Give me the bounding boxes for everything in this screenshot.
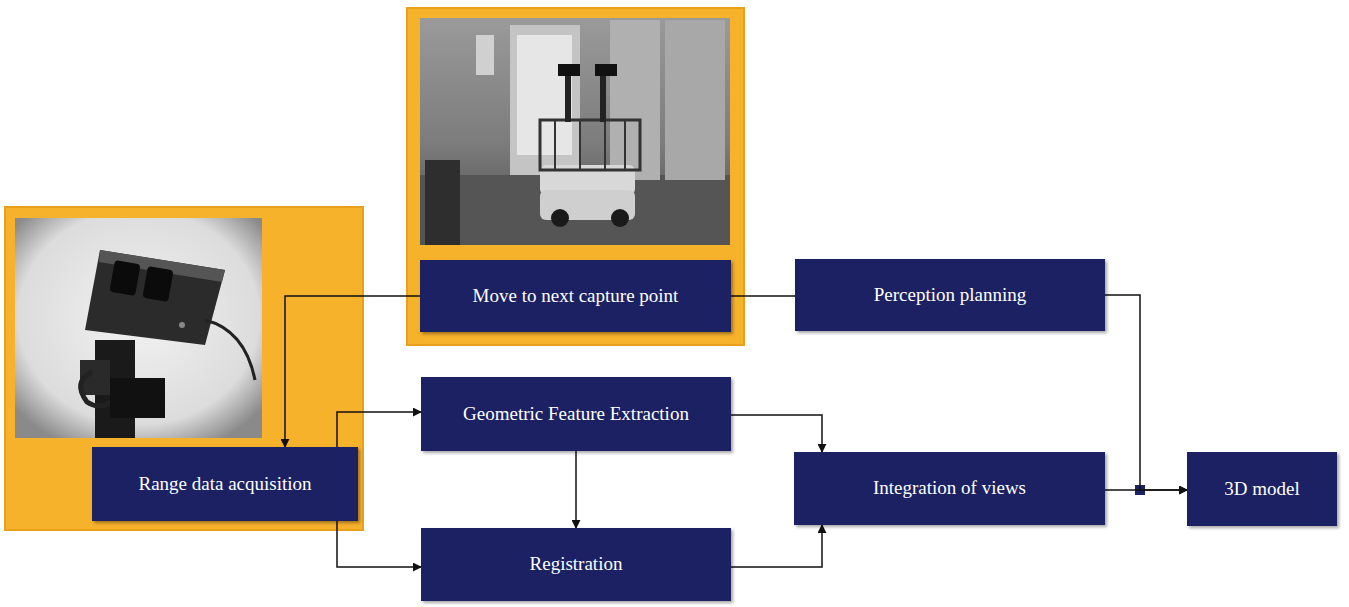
process-box: Move to next capture point bbox=[420, 260, 731, 332]
box-label: Geometric Feature Extraction bbox=[463, 403, 689, 426]
flow-arrow bbox=[337, 521, 421, 567]
flow-arrow bbox=[1105, 295, 1187, 490]
flow-arrow bbox=[285, 296, 420, 447]
sensor-photo bbox=[15, 218, 262, 438]
process-box: 3D model bbox=[1187, 452, 1337, 526]
orange-panel bbox=[5, 207, 363, 530]
process-box: Registration bbox=[421, 528, 731, 601]
box-label: Range data acquisition bbox=[138, 473, 311, 496]
box-label: Perception planning bbox=[874, 284, 1027, 307]
box-label: 3D model bbox=[1224, 478, 1299, 501]
flow-arrow bbox=[1105, 489, 1187, 491]
flow-arrow bbox=[731, 295, 795, 297]
robot-photo bbox=[420, 18, 730, 245]
process-box: Perception planning bbox=[795, 259, 1105, 331]
process-box: Integration of views bbox=[794, 452, 1105, 525]
box-label: Integration of views bbox=[873, 477, 1026, 500]
flow-arrow bbox=[731, 525, 822, 567]
box-label: Move to next capture point bbox=[473, 285, 679, 308]
box-label: Registration bbox=[530, 553, 623, 576]
process-box: Geometric Feature Extraction bbox=[421, 377, 731, 451]
orange-panel bbox=[407, 8, 744, 345]
flow-arrow bbox=[337, 412, 421, 447]
process-box: Range data acquisition bbox=[92, 447, 358, 521]
flow-arrow bbox=[731, 415, 822, 452]
flow-arrow bbox=[575, 451, 577, 528]
